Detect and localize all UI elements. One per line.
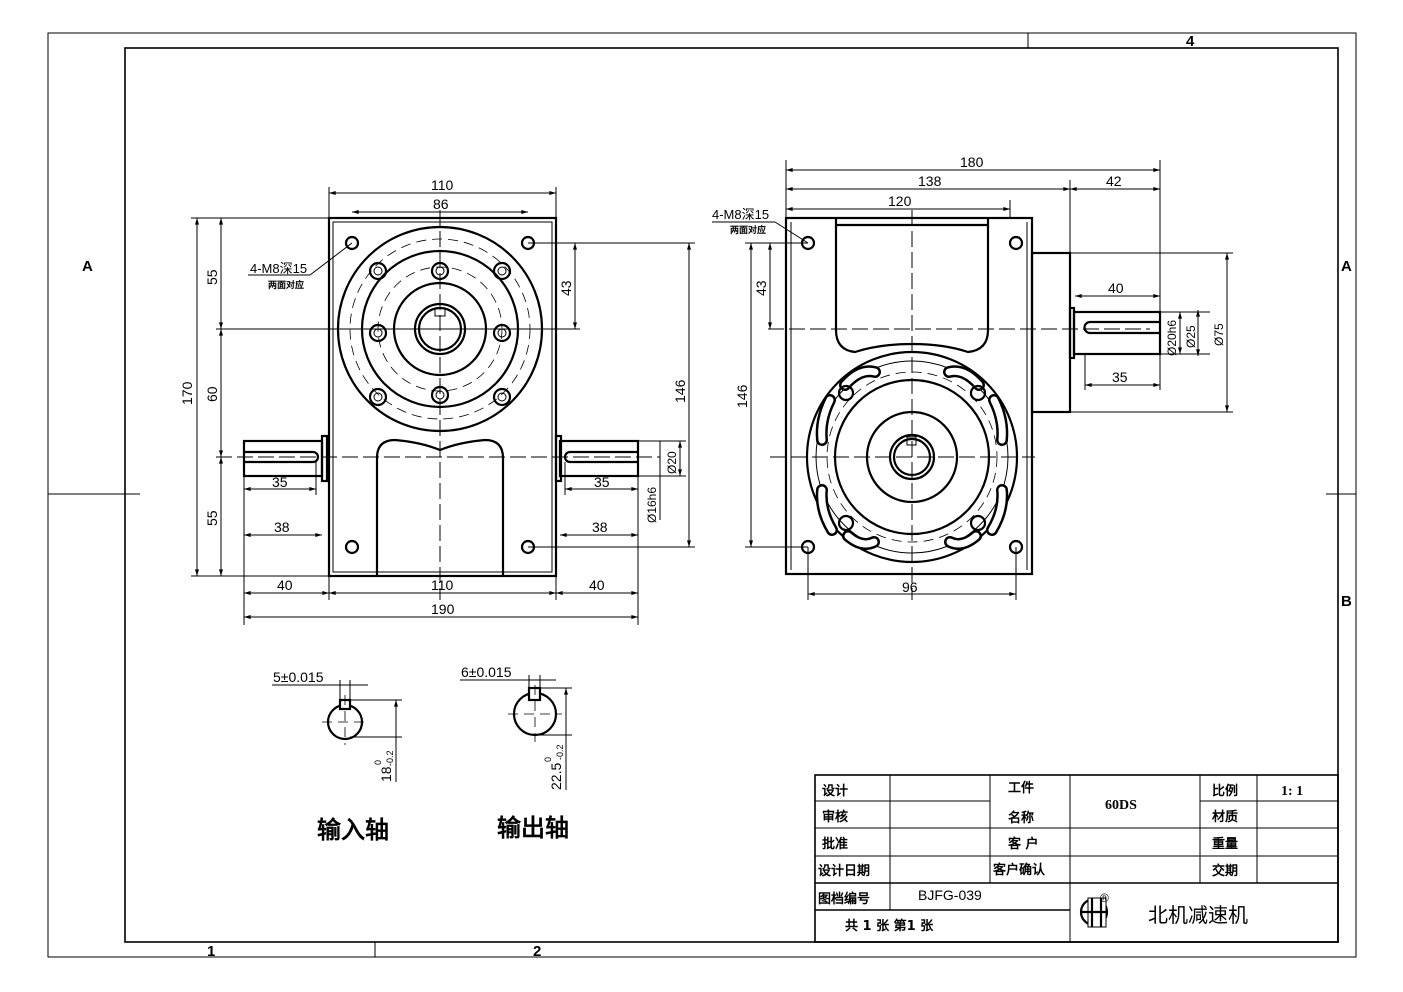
dim-label: Ø16h6 (645, 487, 659, 523)
registered-mark: ® (1100, 891, 1109, 905)
arc-slots (815, 365, 1009, 550)
dim-label: 40 (589, 577, 605, 593)
company-name: 北机减速机 (1148, 903, 1248, 927)
bolt-holes (344, 235, 536, 555)
dim-label: 170 (179, 381, 195, 405)
label-approve: 批准 (822, 836, 848, 852)
dim-label: 110 (431, 177, 454, 193)
label-design-date: 设计日期 (818, 863, 870, 879)
company-logo (1079, 897, 1109, 928)
thread-note-sub: 两面对应 (268, 279, 304, 291)
input-shaft-section: 5±0.015 18 0 -0.2 输入轴 (272, 669, 402, 844)
label-delivery: 交期 (1212, 863, 1238, 879)
dim-label: Ø20 (665, 451, 679, 474)
zone-label: A (82, 258, 93, 275)
side-dimensions: 180 138 42 120 40 35 Ø20h6 Ø25 Ø75 146 4… (712, 154, 1233, 600)
dim-label: 138 (918, 173, 942, 189)
label-customer: 客 户 (1008, 836, 1039, 852)
tol-upper: 0 (543, 757, 553, 762)
section-label: 输出轴 (497, 814, 569, 842)
dim-label: 110 (431, 577, 454, 593)
dim-label: 55 (204, 510, 220, 526)
dim-label: 190 (431, 601, 455, 617)
label-customer-confirm: 客户确认 (993, 862, 1046, 878)
sheet-frame: 4 A A B 1 2 (47, 32, 1357, 960)
label-part: 工件 (1008, 780, 1034, 796)
zone-label: A (1341, 258, 1352, 275)
dim-label: 40 (277, 577, 293, 593)
sheet-count: 共 1 张 第1 张 (845, 918, 934, 934)
output-shaft-section: 6±0.015 22.5 0 -0.2 输出轴 (460, 664, 572, 842)
dim-label: 96 (902, 579, 918, 595)
key-width-dim: 5±0.015 (273, 669, 324, 685)
zone-label: B (1341, 593, 1352, 610)
key-width-dim: 6±0.015 (461, 664, 512, 680)
dim-label: 43 (558, 280, 574, 296)
thread-note: 4-M8深15 (712, 207, 769, 222)
zone-label: 1 (207, 943, 215, 960)
dim-label: 43 (753, 280, 769, 296)
dim-label: 55 (204, 269, 220, 285)
front-dimensions: 110 86 170 55 60 55 43 146 Ø20 Ø16h6 35 … (179, 177, 695, 625)
dim-label: 35 (272, 474, 288, 490)
label-part-name: 名称 (1008, 810, 1034, 826)
label-scale: 比例 (1212, 783, 1238, 799)
dim-label: 146 (734, 384, 750, 408)
thread-note: 4-M8深15 (250, 261, 307, 276)
label-drawing-no: 图档编号 (818, 891, 870, 907)
thread-note-sub: 两面对应 (730, 224, 766, 236)
dim-label: 120 (888, 193, 912, 209)
dim-label: 35 (594, 474, 610, 490)
depth-dim: 18 (378, 766, 394, 782)
dim-label: Ø75 (1212, 323, 1226, 346)
side-view: 180 138 42 120 40 35 Ø20h6 Ø25 Ø75 146 4… (712, 154, 1233, 600)
label-review: 审核 (822, 809, 848, 825)
dim-label: 42 (1106, 173, 1122, 189)
scale-value: 1: 1 (1281, 784, 1303, 799)
dim-label: 35 (1112, 369, 1128, 385)
tol-upper: 0 (373, 760, 383, 765)
section-label: 输入轴 (317, 816, 389, 844)
dim-label: 86 (433, 196, 449, 212)
drawing-no-value: BJFG-039 (918, 887, 982, 903)
tol-lower: -0.2 (385, 750, 395, 766)
label-design: 设计 (822, 783, 848, 799)
zone-label: 4 (1186, 33, 1195, 50)
depth-dim: 22.5 (548, 763, 564, 790)
dim-label: 38 (592, 519, 608, 535)
dim-label: 146 (672, 379, 688, 403)
front-view: 110 86 170 55 60 55 43 146 Ø20 Ø16h6 35 … (179, 177, 695, 625)
label-material: 材质 (1212, 809, 1238, 825)
label-weight: 重量 (1212, 836, 1238, 852)
tol-lower: -0.2 (555, 744, 565, 760)
dim-label: 180 (960, 154, 984, 170)
dim-label: 38 (274, 519, 290, 535)
dim-label: Ø20h6 (1165, 320, 1179, 356)
dim-label: 60 (204, 386, 220, 402)
zone-label: 2 (533, 943, 541, 960)
dim-label: Ø25 (1184, 325, 1198, 348)
part-name-value: 60DS (1105, 798, 1137, 813)
title-block: 设计 审核 批准 设计日期 工件 名称 60DS 客 户 客户确认 比例 1: … (814, 774, 1339, 943)
dim-label: 40 (1108, 280, 1124, 296)
